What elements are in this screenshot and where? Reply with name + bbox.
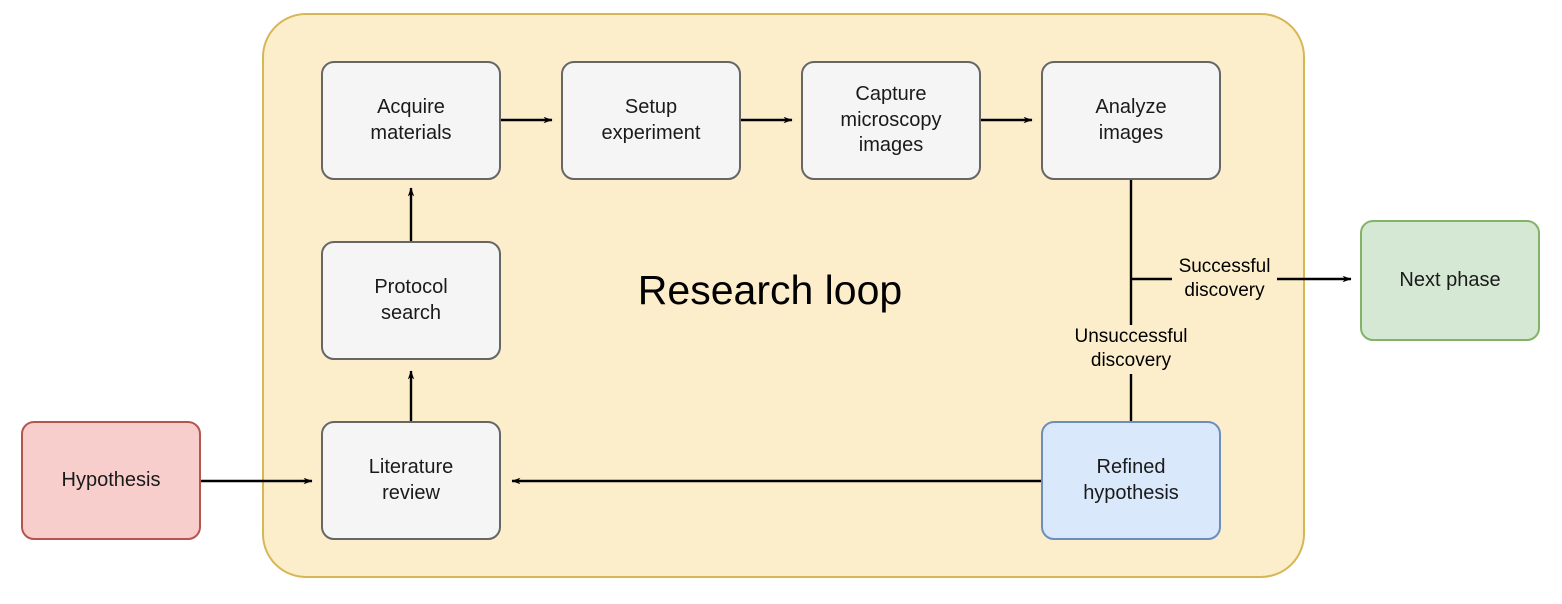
node-acquire-materials-line1: Acquire	[377, 95, 445, 118]
node-literature-review-line1: Literature	[368, 455, 454, 478]
node-literature-review-line2: review	[382, 481, 440, 504]
node-analyze-images[interactable]: Analyze images	[1041, 61, 1221, 180]
node-next-phase-label: Next phase	[1399, 268, 1501, 291]
edge-label-successful-discovery: Successful discovery	[1167, 255, 1282, 303]
node-capture-microscopy-images-label: Capture microscopy images	[840, 82, 941, 159]
node-capture-images-line3: images	[858, 134, 924, 157]
node-analyze-images-line1: Analyze	[1095, 95, 1167, 118]
node-analyze-images-line2: images	[1098, 121, 1164, 144]
node-acquire-materials-label: Acquire materials	[370, 95, 451, 146]
node-refined-hypothesis[interactable]: Refined hypothesis	[1041, 421, 1221, 540]
node-protocol-search-line2: search	[380, 301, 442, 324]
node-setup-experiment-line2: experiment	[601, 121, 701, 144]
node-acquire-materials[interactable]: Acquire materials	[321, 61, 501, 180]
node-literature-review[interactable]: Literature review	[321, 421, 501, 540]
node-analyze-images-label: Analyze images	[1095, 95, 1166, 146]
node-capture-microscopy-images[interactable]: Capture microscopy images	[801, 61, 981, 180]
node-setup-experiment-label: Setup experiment	[602, 95, 701, 146]
node-setup-experiment[interactable]: Setup experiment	[561, 61, 741, 180]
node-setup-experiment-line1: Setup	[624, 95, 678, 118]
edge-label-unsuccessful-line2: discovery	[1087, 349, 1175, 371]
research-loop-title: Research loop	[637, 267, 903, 313]
edge-label-unsuccessful-discovery: Unsuccessful discovery	[1058, 325, 1204, 373]
node-hypothesis-label: Hypothesis	[61, 468, 161, 491]
node-refined-hypothesis-line1: Refined	[1096, 455, 1166, 478]
node-refined-hypothesis-label: Refined hypothesis	[1083, 455, 1179, 506]
edge-label-successful-line1: Successful	[1175, 256, 1274, 277]
node-capture-images-line1: Capture	[855, 83, 927, 106]
edge-label-successful-line2: discovery	[1181, 279, 1268, 301]
node-protocol-search[interactable]: Protocol search	[321, 241, 501, 360]
node-protocol-search-label: Protocol search	[374, 275, 447, 326]
node-hypothesis[interactable]: Hypothesis	[21, 421, 201, 540]
node-next-phase[interactable]: Next phase	[1360, 220, 1540, 341]
node-capture-images-line2: microscopy	[840, 108, 942, 131]
node-refined-hypothesis-line2: hypothesis	[1083, 481, 1179, 504]
edge-label-unsuccessful-line1: Unsuccessful	[1071, 326, 1191, 347]
node-literature-review-label: Literature review	[369, 455, 454, 506]
node-acquire-materials-line2: materials	[370, 121, 452, 144]
node-protocol-search-line1: Protocol	[374, 275, 448, 298]
